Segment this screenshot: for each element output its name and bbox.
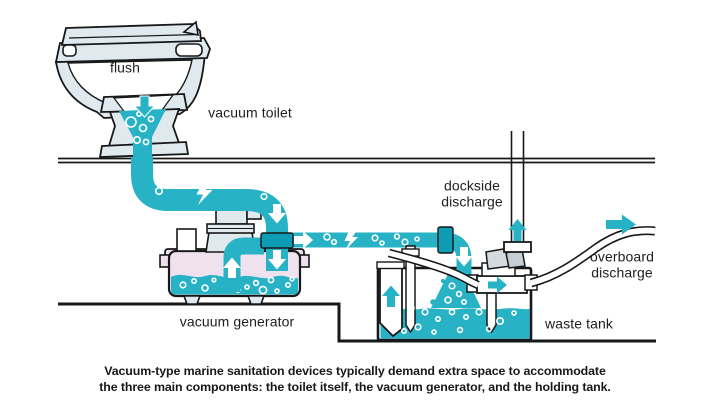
tank-inlet-hose (387, 248, 480, 289)
overboard-discharge-line1: overboard (590, 248, 654, 265)
vacuum-toilet-figure (54, 20, 211, 158)
pipe-coupling (437, 226, 454, 254)
dockside-discharge-line2: discharge (441, 193, 503, 209)
flow-arrow-down-icon (455, 247, 473, 267)
lid-hinge (182, 20, 199, 37)
lightning-icon (196, 183, 213, 205)
pipe-coupling (260, 232, 294, 249)
flow-arrow-down-icon (268, 250, 286, 270)
toilet-lid (60, 23, 202, 46)
flow-arrow-right-icon (488, 276, 507, 294)
dockside-discharge-line1: dockside (443, 177, 501, 194)
caption-line1: Vacuum-type marine sanitation devices ty… (104, 364, 606, 378)
flow-arrow-right-icon (294, 231, 313, 249)
flush-arrow-down-icon (133, 95, 156, 118)
dockside-discharge-label: dockside discharge (441, 177, 503, 210)
figure-caption: Vacuum-type marine sanitation devices ty… (0, 363, 710, 395)
overboard-flow-arrow-icon (606, 214, 636, 235)
flow-arrow-up-icon (223, 257, 241, 278)
deck-line (58, 157, 655, 164)
dockside-flow-arrow-icon (508, 219, 527, 241)
generator-transfer-pipe (291, 226, 481, 308)
lightning-icon (344, 231, 358, 250)
waste-tank-internals (376, 245, 517, 338)
waste-tank-label: waste tank (545, 315, 613, 332)
inlet-spray (431, 272, 481, 308)
overboard-discharge-label: overboard discharge (590, 248, 654, 281)
flow-arrow-up-icon (382, 285, 400, 307)
toilet-drain-pipe (131, 146, 294, 271)
flush-funnel (119, 109, 166, 157)
caption-line2: the three main components: the toilet it… (99, 380, 611, 394)
generator-foot (246, 295, 266, 305)
seat-handle-cutout (175, 43, 203, 57)
flush-label: flush (109, 59, 141, 76)
vacuum-generator-label: vacuum generator (179, 313, 295, 330)
overboard-discharge-hose (529, 226, 656, 288)
overboard-discharge-line2: discharge (591, 264, 653, 280)
flow-arrow-down-icon (268, 204, 286, 224)
vacuum-toilet-label: vacuum toilet (208, 104, 292, 121)
generator-foot (182, 295, 202, 305)
dockside-discharge-pipe (510, 131, 525, 244)
